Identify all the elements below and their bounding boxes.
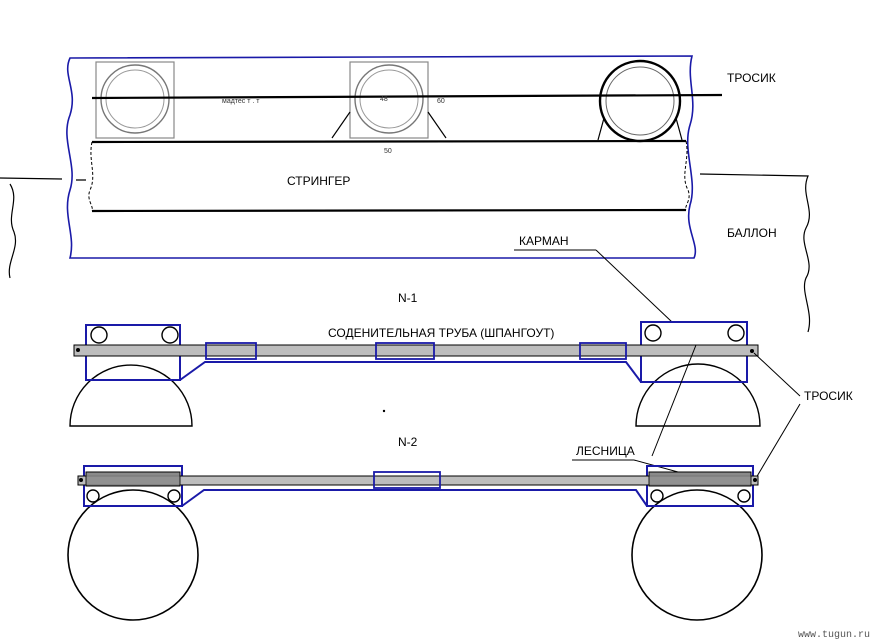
roller-right-b-n2 [737,489,751,503]
drum-right [598,59,682,143]
top-view-frame [66,55,697,259]
stringer-bottom-edge [91,208,687,213]
drum-box-left [95,61,175,139]
roller-left-b-n2 [167,489,181,503]
float-right-n1 [635,363,761,427]
dim-60: 60 [437,98,445,105]
stringer-top-edge [91,139,687,144]
label-n2: N-2 [398,435,418,449]
drum-box-middle [349,61,429,139]
label-trosik-side: ТРОСИК [804,389,853,403]
clamp-3-n1 [579,342,627,360]
roller-right-b-n1 [727,324,745,342]
trosik-leader-n1 [753,352,801,397]
section-n2: N-2 ЛЕСНИЦА [67,344,763,621]
connecting-pipe-n2 [77,475,759,486]
clamp-2-n1 [375,342,435,360]
dim-48: 48 [380,96,388,103]
roller-left-a-n2 [86,489,100,503]
clamp-n2 [373,471,441,489]
label-pipe: СОДЕНИТЕЛЬНАЯ ТРУБА (ШПАНГОУТ) [328,326,554,340]
dim-note-small: мадтес т . т [222,98,260,105]
label-n1: N-1 [398,291,418,305]
balloon-left-contour [0,177,86,279]
label-lesnitsa: ЛЕСНИЦА [576,444,635,458]
roller-left-a-n1 [90,326,108,344]
section-n1: N-1 КАРМАН СОДЕНИТЕЛЬНАЯ ТРУБА (ШПАНГОУТ… [69,234,853,479]
label-ballon: БАЛЛОН [727,226,777,240]
cable-line-top [91,93,723,100]
trosik-leader-n2 [755,403,801,479]
pocket-right-n2 [646,465,754,507]
dim-50: 50 [384,148,392,155]
brace-n1 [179,361,642,383]
label-karman: КАРМАН [519,234,569,248]
connecting-pipe-n1 [73,344,759,357]
watermark: www.tugun.ru [798,630,870,641]
brace-n2 [181,489,648,507]
ladder-right-cover-n2 [648,471,752,487]
lesnitsa-leader-b [651,344,697,457]
float-left-n1 [69,364,193,427]
karman-leader [595,249,673,323]
roller-left-b-n1 [161,326,179,344]
float-left-n2 [67,489,199,621]
roller-right-a-n2 [650,489,664,503]
clamp-1-n1 [205,342,257,360]
top-view: мадтес т . т 48 60 50 ТРОСИК СТРИНГЕР БА… [0,55,811,333]
roller-right-a-n1 [644,324,662,342]
ladder-left-cover-n2 [85,471,181,487]
balloon-right-contour [699,173,811,333]
drum-middle [354,64,424,134]
label-trosik-top: ТРОСИК [727,71,776,85]
float-right-n2 [631,489,763,621]
label-stringer: СТРИНГЕР [287,174,350,188]
pocket-left-n2 [83,465,183,507]
